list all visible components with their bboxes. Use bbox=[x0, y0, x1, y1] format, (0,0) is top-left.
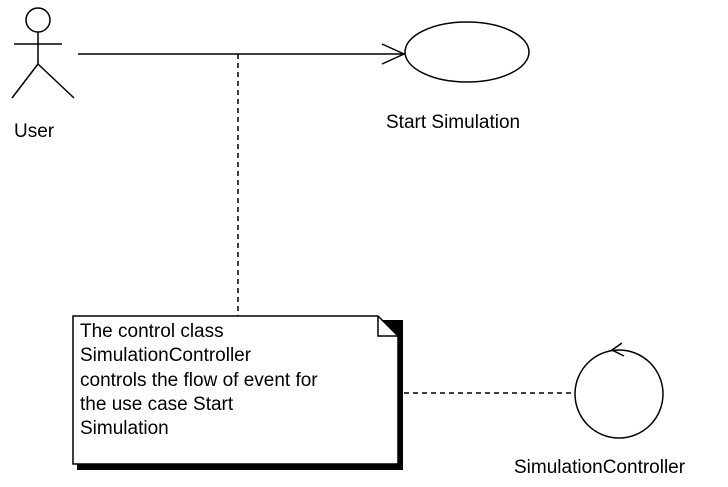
note-fold-corner-icon bbox=[377, 316, 398, 337]
actor-right-leg bbox=[37, 63, 75, 99]
note-outline bbox=[72, 315, 399, 465]
use-case-ellipse-icon[interactable] bbox=[404, 21, 530, 83]
control-class-label: SimulationController bbox=[514, 457, 686, 478]
control-circle bbox=[574, 349, 664, 439]
control-class-circle-icon[interactable] bbox=[574, 342, 664, 439]
association-arrowhead-icon bbox=[381, 43, 406, 65]
association-arrow[interactable] bbox=[78, 43, 406, 65]
note-line: Simulation bbox=[80, 418, 169, 440]
note-text: The control class SimulationController c… bbox=[80, 320, 390, 441]
note-line: The control class bbox=[80, 321, 224, 342]
note-line: controls the flow of event for bbox=[80, 369, 318, 391]
actor-head bbox=[25, 7, 51, 33]
use-case-label: Start Simulation bbox=[386, 112, 521, 133]
note-box[interactable] bbox=[72, 315, 403, 470]
note-line: the use case Start bbox=[80, 393, 234, 415]
note-line: SimulationController bbox=[80, 345, 252, 367]
actor-left-leg bbox=[11, 63, 39, 99]
actor-stick-figure-icon[interactable] bbox=[11, 7, 75, 99]
actor-label: User bbox=[14, 121, 55, 142]
control-arrow-icon bbox=[610, 342, 625, 357]
